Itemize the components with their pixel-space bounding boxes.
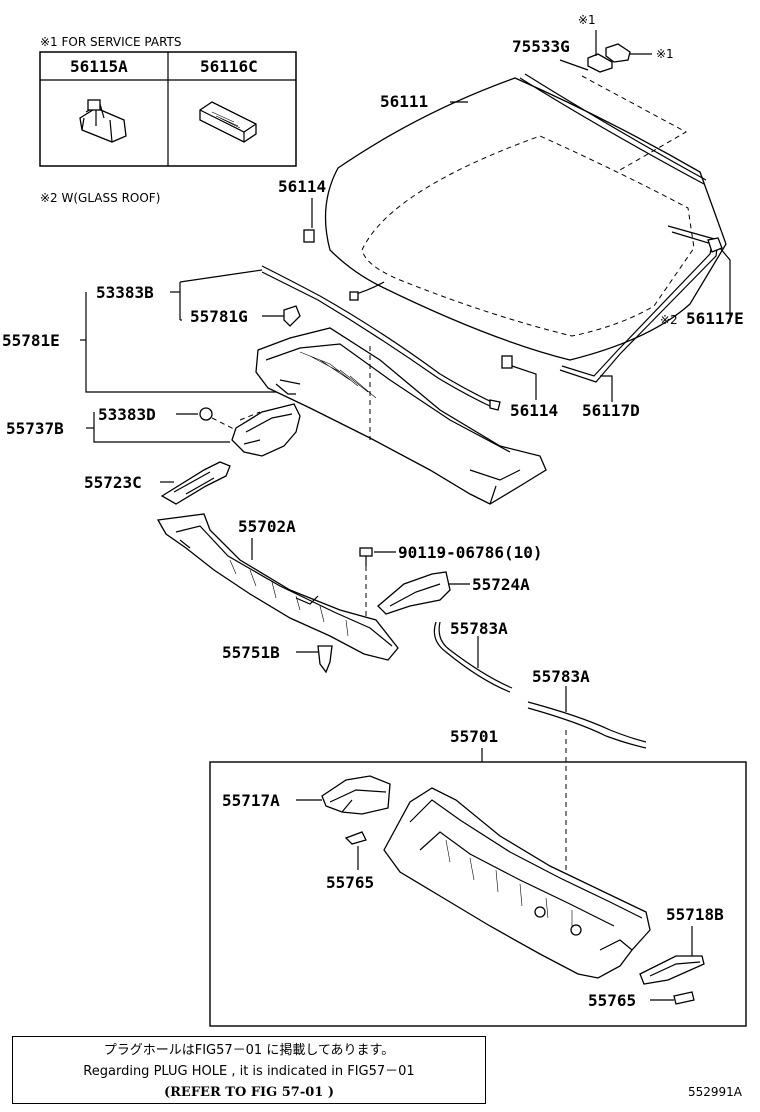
plug-hole-notice: プラグホールはFIG57－01 に掲載してあります。 Regarding PLU…	[12, 1036, 486, 1104]
side-seal-55737B	[211, 403, 301, 457]
seal-55783A-lower	[527, 701, 647, 749]
mark-1-top: ※1	[578, 13, 596, 27]
label-55781G: 55781G	[190, 307, 248, 326]
clip-56114-top	[303, 229, 315, 243]
seal-55783A-upper	[433, 621, 513, 693]
side-moldings-56117	[559, 225, 731, 402]
notice-line-english: Regarding PLUG HOLE , it is indicated in…	[83, 1064, 415, 1079]
notice-line-japanese: プラグホールはFIG57－01 に掲載してあります。	[103, 1043, 395, 1058]
cowl-panel-55701	[383, 787, 651, 979]
bracket-55717A	[321, 775, 391, 815]
cowl-brace-55702A	[156, 513, 399, 661]
plug-53383D	[199, 407, 213, 421]
service-clips-top	[587, 43, 652, 73]
mark-2: ※2	[660, 313, 678, 327]
bolt-90119	[359, 547, 373, 566]
assembly-box-55701	[209, 761, 747, 1027]
mark-1-right: ※1	[656, 47, 674, 61]
bracket-55718B	[639, 955, 705, 985]
clip-56116C-drawing	[199, 101, 257, 143]
clip-55781G	[283, 305, 301, 327]
notice-line-reference: (REFER TO FIG 57-01 )	[163, 1085, 335, 1100]
label-55717A: 55717A	[222, 791, 280, 810]
label-56111: 56111	[380, 92, 428, 111]
illustration-code: 552991A	[688, 1085, 743, 1099]
weatherstrip-53383B	[261, 265, 501, 411]
label-55701: 55701	[450, 727, 498, 746]
label-55702A: 55702A	[238, 517, 296, 536]
plug-55765-right	[673, 991, 695, 1005]
label-56114-top: 56114	[278, 177, 326, 196]
bracket-55723C	[160, 461, 231, 505]
service-parts-note: ※1 FOR SERVICE PARTS	[40, 35, 182, 49]
plug-55765-left	[344, 831, 367, 845]
label-55765-right: 55765	[588, 991, 636, 1010]
label-55723C: 55723C	[84, 473, 142, 492]
label-55724A: 55724A	[472, 575, 530, 594]
label-55751B: 55751B	[222, 643, 280, 662]
label-55718B: 55718B	[666, 905, 724, 924]
label-55783A-upper: 55783A	[450, 619, 508, 638]
service-part-56115A-label: 56115A	[70, 57, 128, 76]
label-53383D: 53383D	[98, 405, 156, 424]
service-parts-table: 56115A 56116C	[39, 51, 297, 167]
label-55783A-lower: 55783A	[532, 667, 590, 686]
glass-roof-note: ※2 W(GLASS ROOF)	[40, 191, 160, 205]
label-55737B: 55737B	[6, 419, 64, 438]
label-75533G: 75533G	[512, 37, 570, 56]
molding-75533G	[519, 59, 707, 185]
cowl-top-panel-55781E	[255, 327, 547, 505]
service-part-56116C-label: 56116C	[200, 57, 258, 76]
bracket-55724A	[377, 571, 451, 615]
label-55781E: 55781E	[2, 331, 60, 350]
grommet-55751B	[317, 645, 333, 674]
label-90119-06786: 90119-06786(10)	[398, 543, 543, 562]
label-56117E: 56117E	[686, 309, 744, 328]
clip-56114-bottom	[501, 355, 513, 369]
clip-56115A-drawing	[79, 99, 127, 143]
label-55765-left: 55765	[326, 873, 374, 892]
label-56114-bottom: 56114	[510, 401, 558, 420]
label-56117D: 56117D	[582, 401, 640, 420]
label-53383B: 53383B	[96, 283, 154, 302]
